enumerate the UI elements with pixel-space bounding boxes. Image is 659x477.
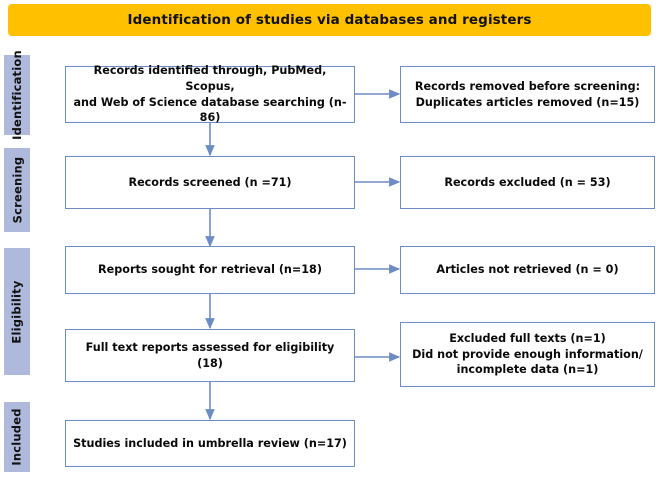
- flow-box-text: Records removed before screening: Duplic…: [414, 79, 641, 109]
- flow-box-records-excluded: Records excluded (n = 53): [400, 156, 655, 209]
- phase-block-screening: Screening: [4, 148, 30, 232]
- flow-box-text: Records identified through, PubMed, Scop…: [73, 63, 347, 125]
- flow-box-full-text-assessed: Full text reports assessed for eligibili…: [65, 329, 355, 382]
- diagram-header-banner: Identification of studies via databases …: [8, 4, 651, 36]
- flow-box-text: Reports sought for retrieval (n=18): [98, 263, 322, 277]
- phase-block-identification: Identification: [4, 50, 30, 140]
- phase-block-eligibility: Eligibility: [4, 248, 30, 375]
- flow-box-text: Excluded full texts (n=1) Did not provid…: [412, 331, 643, 377]
- flow-box-records-identified: Records identified through, PubMed, Scop…: [65, 64, 355, 124]
- phase-label-eligibility: Eligibility: [10, 279, 25, 344]
- flow-box-articles-not-retrieved: Articles not retrieved (n = 0): [400, 246, 655, 294]
- phase-label-identification: Identification: [10, 50, 25, 140]
- phase-label-included: Included: [10, 408, 24, 466]
- flow-box-text: Studies included in umbrella review (n=1…: [73, 436, 347, 450]
- diagram-title: Identification of studies via databases …: [127, 12, 532, 28]
- flow-box-text: Full text reports assessed for eligibili…: [85, 340, 335, 370]
- flow-box-studies-included: Studies included in umbrella review (n=1…: [65, 420, 355, 467]
- flow-box-text: Records screened (n =71): [128, 175, 292, 189]
- phase-block-included: Included: [4, 402, 30, 472]
- flow-box-text: Records excluded (n = 53): [444, 175, 611, 189]
- flow-box-excluded-full-texts: Excluded full texts (n=1) Did not provid…: [400, 322, 655, 387]
- flow-box-records-screened: Records screened (n =71): [65, 156, 355, 209]
- flow-box-text: Articles not retrieved (n = 0): [436, 263, 619, 277]
- phase-label-screening: Screening: [10, 156, 24, 224]
- flow-box-records-removed: Records removed before screening: Duplic…: [400, 66, 655, 123]
- flow-box-reports-sought: Reports sought for retrieval (n=18): [65, 246, 355, 294]
